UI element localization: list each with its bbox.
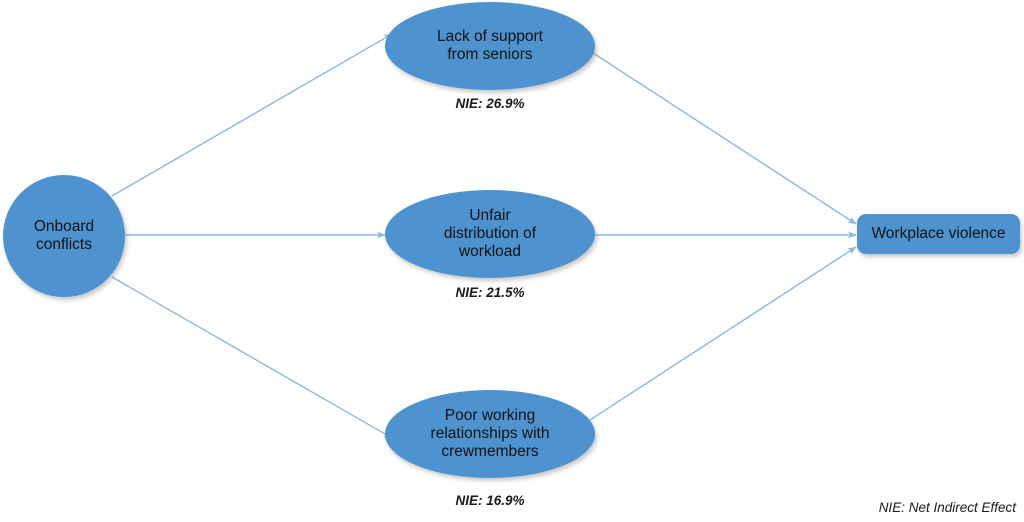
edge-source-to-poor-relationships: [111, 276, 393, 439]
nie-label-unfair-workload: NIE: 21.5%: [455, 285, 525, 300]
node-lack-of-support-label: Lack of support from seniors: [437, 27, 543, 63]
node-unfair-workload-label: Unfair distribution of workload: [443, 206, 537, 261]
node-onboard-conflicts-label: Onboard conflicts: [33, 217, 95, 253]
nie-label-poor-relationships: NIE: 16.9%: [455, 493, 525, 508]
nie-label-lack-of-support: NIE: 26.9%: [455, 96, 525, 111]
edge-poor-relationships-to-outcome: [589, 246, 857, 421]
node-poor-relationships-label: Poor working relationships with crewmemb…: [430, 406, 550, 461]
node-poor-relationships[interactable]: Poor working relationships with crewmemb…: [385, 390, 595, 478]
edge-source-to-lack-of-support: [111, 33, 393, 197]
edge-lack-of-support-to-outcome: [589, 50, 857, 225]
node-workplace-violence-label: Workplace violence: [871, 224, 1006, 242]
legend-footnote: NIE: Net Indirect Effect: [878, 500, 1016, 515]
node-onboard-conflicts[interactable]: Onboard conflicts: [3, 175, 125, 297]
node-workplace-violence[interactable]: Workplace violence: [857, 214, 1020, 254]
node-unfair-workload[interactable]: Unfair distribution of workload: [385, 190, 595, 278]
node-lack-of-support[interactable]: Lack of support from seniors: [385, 2, 595, 90]
